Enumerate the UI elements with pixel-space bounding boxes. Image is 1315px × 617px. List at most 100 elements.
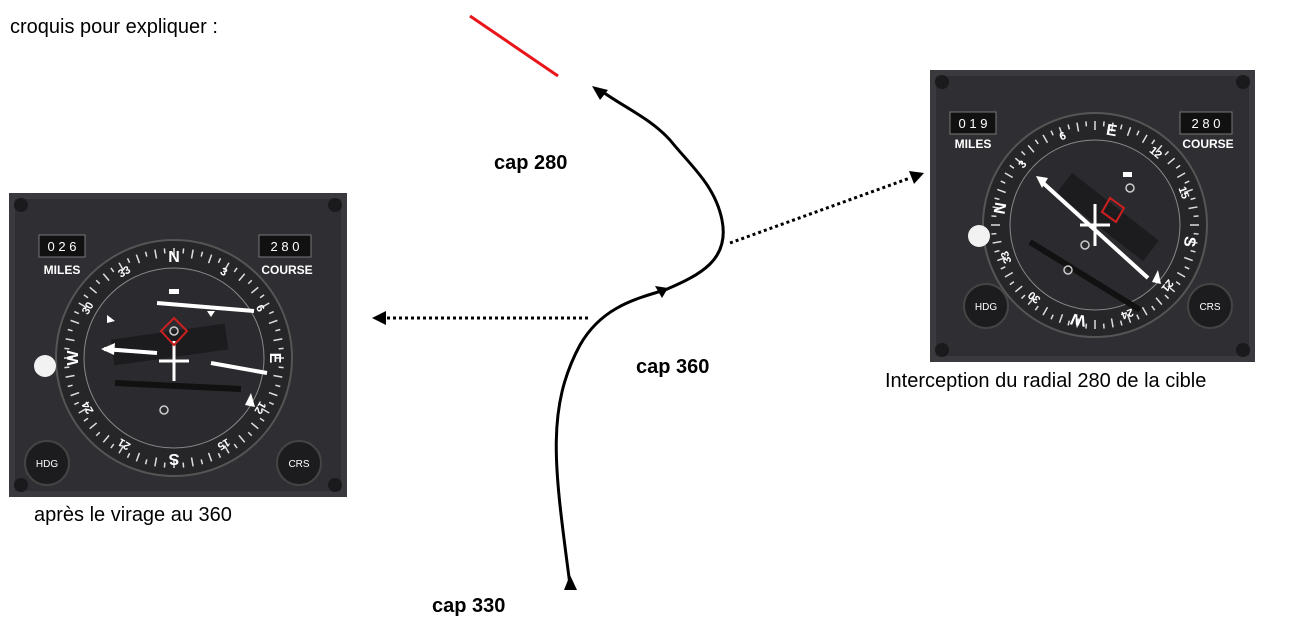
- compass-tick: [1014, 157, 1023, 165]
- compass-tick: [1184, 188, 1193, 194]
- compass-tick: [83, 294, 89, 299]
- compass-tick: [154, 457, 158, 467]
- compass-tick: [1176, 172, 1186, 179]
- compass-mark: 6: [253, 303, 266, 314]
- left-miles-label: MILES: [44, 263, 81, 277]
- compass-tick: [118, 445, 125, 454]
- arrowhead-mid: [655, 286, 668, 298]
- compass-mark: 6: [1058, 130, 1068, 143]
- compass-tick: [261, 407, 270, 414]
- compass-tick: [135, 452, 141, 462]
- compass-tick: [73, 401, 80, 406]
- right-course-label: COURSE: [1182, 137, 1233, 151]
- compass-tick: [238, 434, 246, 443]
- compass-tick: [1076, 122, 1080, 132]
- compass-tick: [1034, 139, 1039, 145]
- compass-tick: [1014, 285, 1023, 293]
- compass-tick: [1042, 306, 1049, 316]
- compass-tick: [1164, 294, 1170, 300]
- compass-tick: [1027, 297, 1035, 306]
- compass-tick: [233, 267, 238, 273]
- compass-tick: [126, 257, 131, 264]
- compass-tick: [1141, 306, 1148, 316]
- radial-line: [469, 14, 559, 78]
- compass-tick: [1188, 240, 1198, 244]
- compass-tick: [223, 262, 230, 271]
- compass-tick: [67, 328, 73, 332]
- compass-tick: [89, 286, 98, 294]
- compass-tick: [102, 434, 110, 443]
- compass-tick: [1050, 314, 1054, 320]
- right-miles-readout: 0 1 9: [959, 116, 988, 131]
- compass-tick: [259, 417, 265, 422]
- compass-tick: [1151, 139, 1156, 145]
- compass-tick: [1000, 180, 1006, 184]
- compass-tick: [1155, 297, 1163, 306]
- compass-tick: [1076, 318, 1080, 328]
- compass-tick: [238, 273, 246, 282]
- compass-mark: 3: [218, 266, 229, 279]
- right-hdg-label: HDG: [975, 302, 997, 313]
- compass-tick: [190, 249, 194, 259]
- compass-tick: [102, 273, 110, 282]
- compass-tick: [994, 249, 1000, 253]
- right-course-readout: 2 8 0: [1192, 116, 1221, 131]
- left-hdg-label: HDG: [36, 459, 58, 470]
- compass-tick: [1042, 134, 1049, 144]
- compass-mark: 30: [80, 300, 97, 317]
- left-miles-readout: 0 2 6: [48, 239, 77, 254]
- compass-tick: [135, 254, 141, 264]
- compass-tick: [1188, 206, 1198, 210]
- compass-tick: [1126, 127, 1132, 136]
- compass-tick: [997, 188, 1006, 194]
- compass-tick: [1009, 164, 1015, 169]
- compass-tick: [259, 294, 265, 299]
- right-miles-label: MILES: [955, 137, 992, 151]
- compass-tick: [223, 445, 230, 454]
- left-compass-ticks: [64, 248, 284, 468]
- compass-tick: [1136, 130, 1140, 136]
- compass-tick: [200, 459, 204, 465]
- right-crs-knob: [1187, 283, 1233, 329]
- compass-mark: S: [1180, 235, 1199, 249]
- compass-mark: E: [266, 353, 283, 364]
- compass-tick: [65, 338, 75, 342]
- right-compass-ticks: [991, 121, 1199, 329]
- compass-tick: [1155, 144, 1163, 153]
- compass-tick: [154, 249, 158, 259]
- compass-tick: [70, 391, 80, 397]
- compass-tick: [118, 262, 125, 271]
- label-cap-330: cap 330: [432, 595, 506, 617]
- compass-tick: [247, 279, 253, 285]
- compass-tick: [95, 279, 101, 285]
- compass-tick: [78, 407, 87, 414]
- left-caption: après le virage au 360: [34, 504, 232, 526]
- label-cap-280: cap 280: [494, 152, 568, 174]
- compass-tick: [95, 431, 101, 437]
- compass-tick: [1184, 256, 1193, 262]
- compass-tick: [250, 422, 259, 430]
- compass-tick: [1141, 134, 1148, 144]
- compass-tick: [1067, 124, 1071, 130]
- compass-tick: [89, 422, 98, 430]
- dotted-arrow-left-head: [372, 311, 386, 325]
- compass-tick: [1164, 150, 1170, 156]
- compass-tick: [217, 452, 222, 459]
- compass-tick: [1004, 271, 1014, 278]
- compass-tick: [110, 443, 115, 449]
- compass-tick: [70, 319, 80, 325]
- compass-tick: [144, 251, 148, 257]
- compass-tick: [250, 286, 259, 294]
- right-hdg-knob: [963, 283, 1009, 329]
- compass-tick: [268, 310, 275, 315]
- compass-tick: [275, 384, 281, 388]
- compass-tick: [1027, 144, 1035, 153]
- compass-tick: [1058, 127, 1064, 136]
- compass-tick: [190, 457, 194, 467]
- compass-tick: [217, 257, 222, 264]
- compass-tick: [207, 452, 213, 462]
- dotted-arrow-right: [729, 176, 911, 245]
- compass-tick: [1126, 314, 1132, 323]
